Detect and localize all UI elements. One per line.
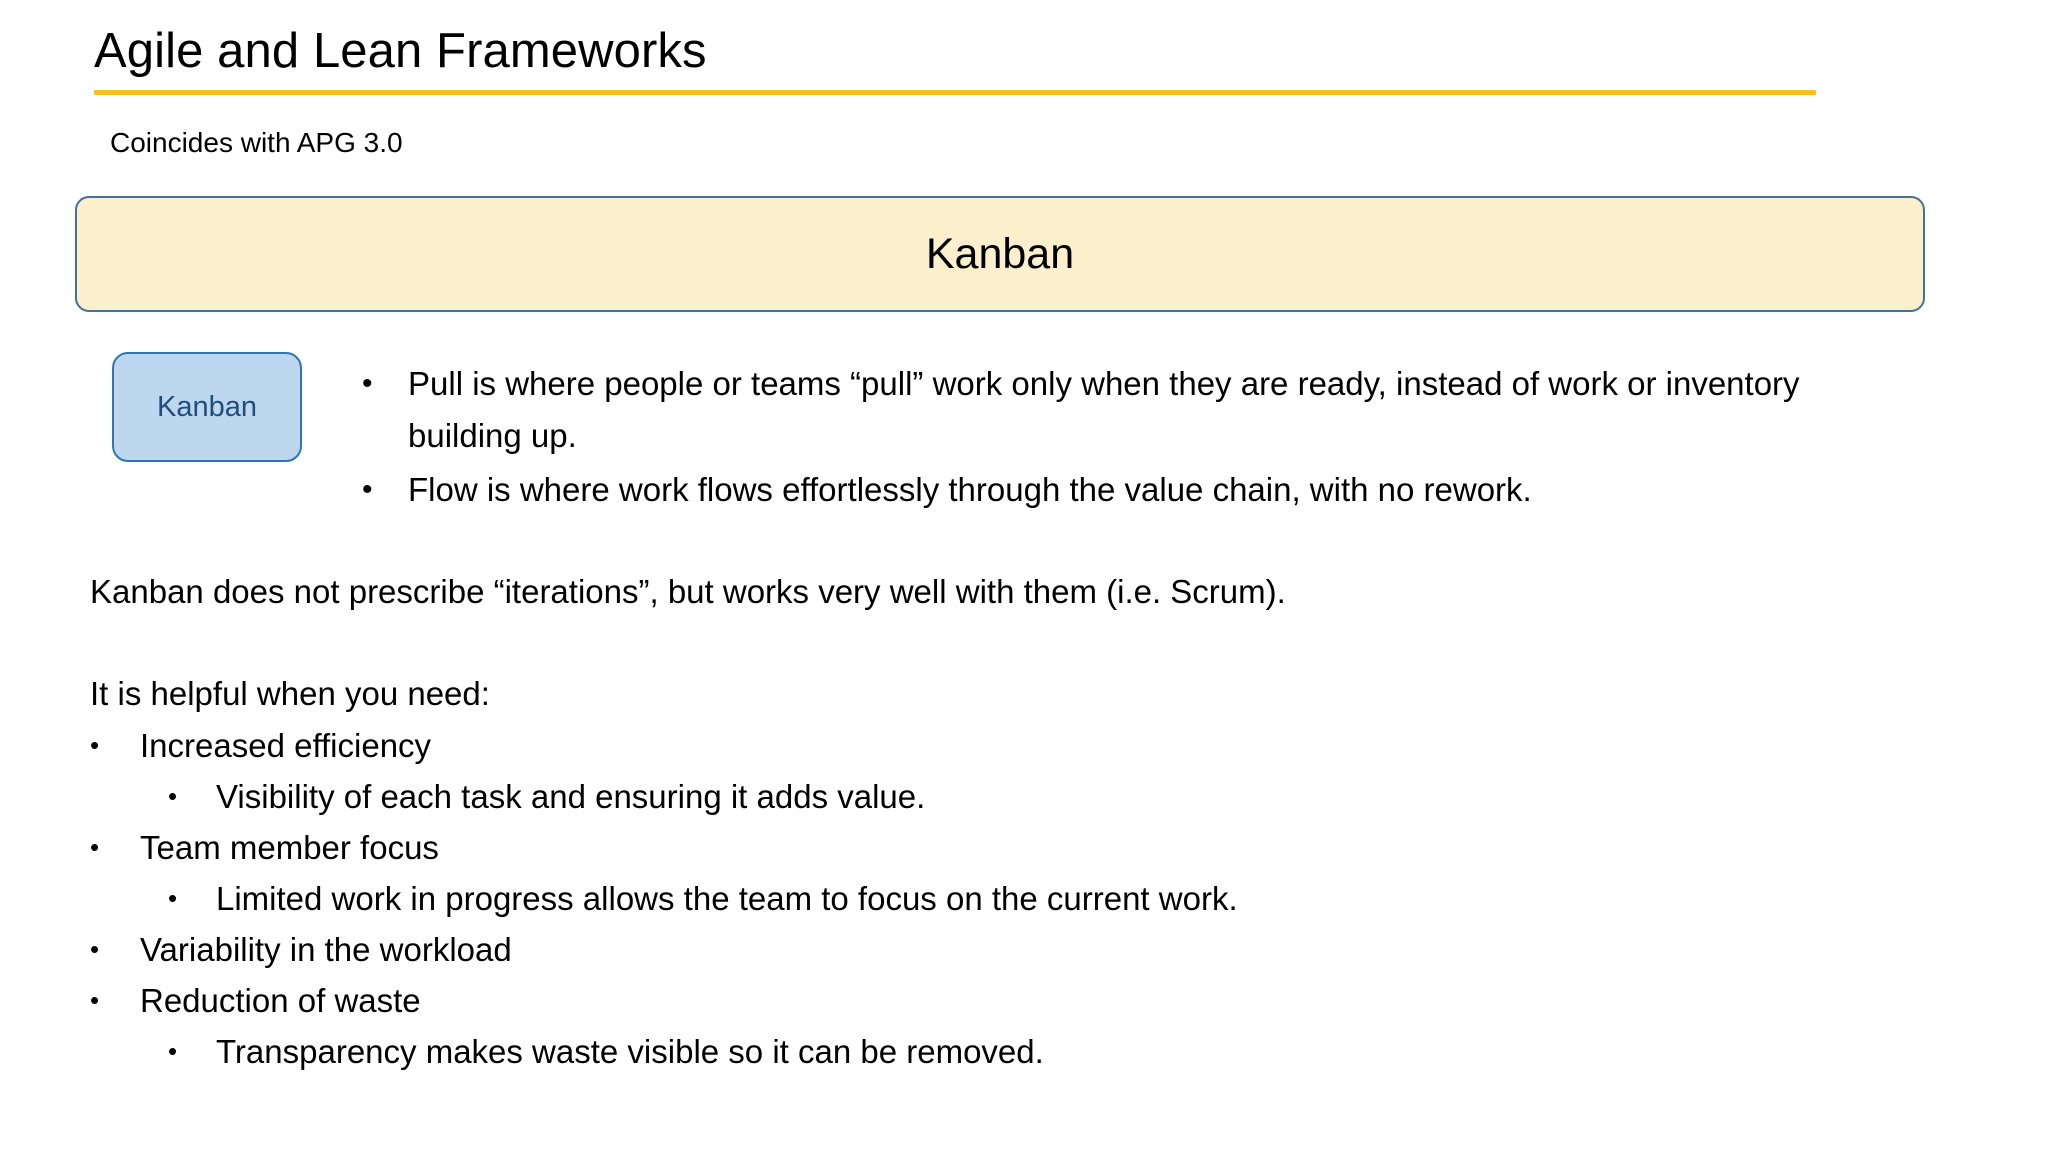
kanban-banner: Kanban	[75, 196, 1925, 312]
kanban-banner-label: Kanban	[925, 230, 1075, 278]
list-item-text: Limited work in progress allows the team…	[216, 880, 1238, 917]
list-item-text: Team member focus	[140, 829, 439, 866]
benefits-outline-list: • Increased efficiency • Visibility of e…	[90, 720, 1790, 1077]
list-item: • Pull is where people or teams “pull” w…	[352, 358, 1827, 462]
list-item-text: Increased efficiency	[140, 727, 432, 764]
bullet-dot-icon: •	[90, 832, 100, 862]
iterations-note: Kanban does not prescribe “iterations”, …	[90, 573, 1286, 610]
bullet-dot-icon: •	[90, 985, 100, 1015]
kanban-chip: Kanban	[112, 352, 302, 462]
list-item-text: Flow is where work flows effortlessly th…	[408, 471, 1532, 508]
bullet-dot-icon: •	[168, 883, 178, 913]
list-item: • Transparency makes waste visible so it…	[90, 1026, 1790, 1077]
list-item-text: Pull is where people or teams “pull” wor…	[408, 365, 1800, 454]
bullet-dot-icon: •	[168, 1036, 178, 1066]
list-item: • Increased efficiency	[90, 720, 1790, 771]
list-item-text: Transparency makes waste visible so it c…	[216, 1033, 1044, 1070]
bullet-dot-icon: •	[362, 473, 373, 506]
helpful-intro: It is helpful when you need:	[90, 675, 490, 712]
list-item-text: Variability in the workload	[140, 931, 512, 968]
list-item: • Limited work in progress allows the te…	[90, 873, 1790, 924]
list-item: • Reduction of waste	[90, 975, 1790, 1026]
bullet-dot-icon: •	[90, 934, 100, 964]
list-item: • Team member focus	[90, 822, 1790, 873]
list-item: • Variability in the workload	[90, 924, 1790, 975]
bullet-dot-icon: •	[90, 730, 100, 760]
bullet-dot-icon: •	[168, 781, 178, 811]
list-item: • Flow is where work flows effortlessly …	[352, 464, 1827, 516]
title-block: Agile and Lean Frameworks	[94, 22, 1819, 95]
page-title: Agile and Lean Frameworks	[94, 24, 707, 78]
list-item: • Visibility of each task and ensuring i…	[90, 771, 1790, 822]
kanban-chip-label: Kanban	[157, 391, 257, 423]
list-item-text: Reduction of waste	[140, 982, 421, 1019]
list-item-text: Visibility of each task and ensuring it …	[216, 778, 926, 815]
title-accent-rule	[94, 90, 1816, 95]
page-subtitle: Coincides with APG 3.0	[110, 127, 403, 158]
top-bullet-list: • Pull is where people or teams “pull” w…	[352, 358, 1827, 518]
bullet-dot-icon: •	[362, 367, 373, 400]
